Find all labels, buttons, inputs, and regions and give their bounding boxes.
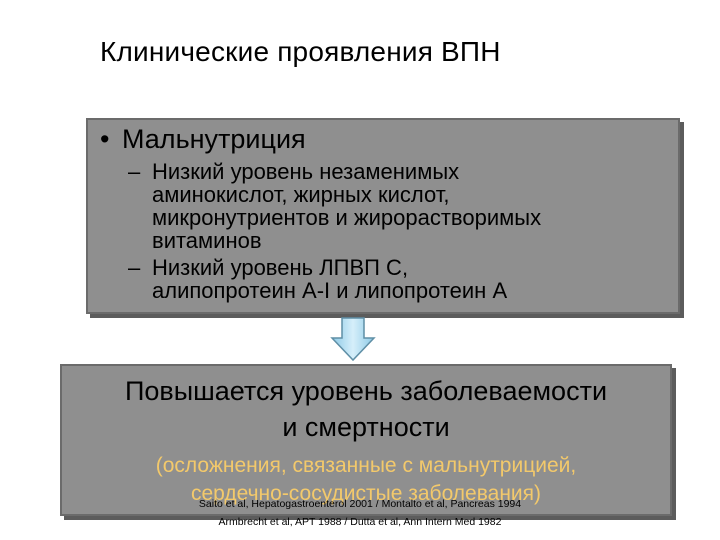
sub-item-hdl: –Низкий уровень ЛПВП С, алипопротеин А-I… <box>128 256 507 302</box>
sub-item-amino-acids: –Низкий уровень незаменимых аминокислот,… <box>128 160 541 252</box>
sub-item-line: микронутриентов и жирорастворимых <box>152 205 542 230</box>
outcome-line: и смертности <box>282 412 450 442</box>
malnutrition-box: •Мальнутриция –Низкий уровень незаменимы… <box>86 118 680 314</box>
sub-item-marker: – <box>128 159 141 184</box>
outcome-line: Повышается уровень заболеваемости <box>124 376 608 406</box>
reference-line: Armbrecht et al, APT 1988 / Dutta et al,… <box>218 516 502 528</box>
outcome-box: Повышается уровень заболеваемости и смер… <box>60 364 672 516</box>
bullet-malnutrition: • Мальнутриция <box>100 124 306 155</box>
bullet-marker: • <box>100 124 110 154</box>
bullet-label: Мальнутриция <box>122 124 306 154</box>
complications-note: сердечно-сосудистые заболевания) <box>190 482 542 505</box>
reference-line: Saito et al, Hepatogastroenterol 2001 / … <box>198 498 522 510</box>
sub-item-line: аминокислот, жирных кислот, <box>152 182 450 207</box>
sub-item-marker: – <box>128 255 141 280</box>
slide-title: Клинические проявления ВПН <box>100 36 501 67</box>
down-arrow-icon <box>330 317 376 362</box>
sub-item-line: Низкий уровень ЛПВП С, <box>152 255 409 280</box>
sub-item-line: Низкий уровень незаменимых <box>152 159 460 184</box>
complications-note: (осложнения, связанные с мальнутрицией, <box>155 454 577 477</box>
sub-item-line: витаминов <box>152 228 262 253</box>
sub-item-line: алипопротеин А-I и липопротеин А <box>152 278 508 303</box>
